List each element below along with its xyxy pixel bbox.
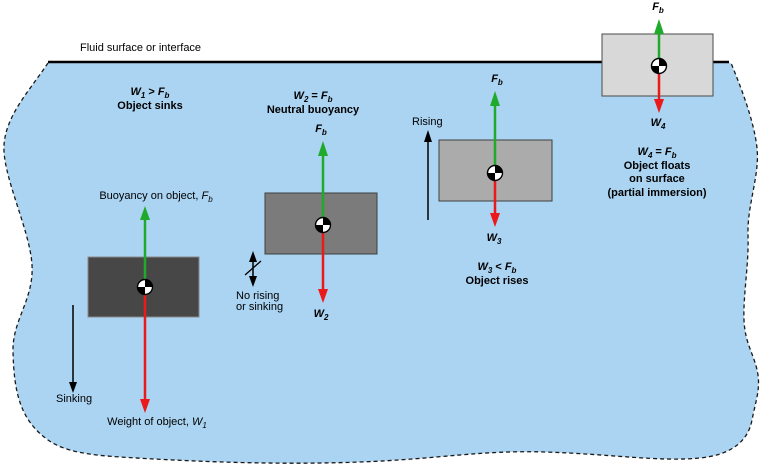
center-of-gravity-icon-2 bbox=[314, 216, 332, 234]
fluid-surface-label: Fluid surface or interface bbox=[80, 42, 202, 54]
weight-arrow-1 bbox=[140, 287, 150, 413]
buoyancy-symbol-4: Fb bbox=[652, 1, 664, 16]
equation-3: W3<Fb bbox=[477, 261, 517, 276]
no-motion-arrow bbox=[244, 251, 262, 287]
equation-4: W4=Fb bbox=[637, 146, 677, 161]
caption-object-floats-3: (partial immersion) bbox=[607, 186, 707, 199]
caption-object-floats-1: Object floats bbox=[623, 159, 691, 172]
weight-label-1: Weight of object, W1 bbox=[107, 416, 207, 431]
weight-symbol-2: W2 bbox=[313, 308, 329, 323]
center-of-gravity-icon-4 bbox=[650, 57, 668, 75]
equation-1: W1>Fb bbox=[130, 86, 170, 101]
caption-object-floats-2: on surface bbox=[629, 173, 685, 185]
sinking-label: Sinking bbox=[56, 393, 93, 405]
center-of-gravity-icon-3 bbox=[486, 164, 504, 182]
buoyancy-symbol-3: Fb bbox=[491, 73, 503, 88]
caption-object-rises: Object rises bbox=[465, 275, 529, 287]
fluid-boundary-dashed bbox=[3, 62, 760, 464]
rising-arrow bbox=[424, 130, 432, 220]
weight-symbol-3: W3 bbox=[486, 232, 502, 247]
equation-2: W2=Fb bbox=[293, 90, 333, 105]
rising-label: Rising bbox=[412, 116, 443, 128]
heading-object-floats: W4=Fb Object floats on surface (partial … bbox=[607, 146, 706, 200]
no-motion-label: No rising or sinking bbox=[236, 290, 284, 313]
fluid-region bbox=[3, 63, 759, 464]
weight-symbol-4: W4 bbox=[650, 117, 666, 132]
heading-neutral-buoyancy: W2=Fb Neutral buoyancy bbox=[267, 89, 359, 117]
heading-object-rises: W3<Fb Object rises bbox=[466, 260, 529, 288]
buoyancy-arrow-1 bbox=[140, 206, 150, 287]
caption-object-sinks: Object sinks bbox=[117, 100, 183, 112]
weight-arrow-2 bbox=[318, 225, 328, 303]
heading-object-sinks: W1>Fb Object sinks bbox=[117, 85, 182, 113]
center-of-gravity-icon-1 bbox=[136, 278, 154, 296]
buoyancy-arrow-2 bbox=[318, 141, 328, 225]
buoyancy-arrow-3 bbox=[490, 91, 500, 173]
caption-neutral-buoyancy: Neutral buoyancy bbox=[266, 104, 360, 116]
buoyancy-label-1: Buoyancy on object, Fb bbox=[99, 190, 213, 205]
buoyancy-symbol-2: Fb bbox=[315, 123, 327, 138]
sinking-arrow bbox=[69, 305, 77, 393]
